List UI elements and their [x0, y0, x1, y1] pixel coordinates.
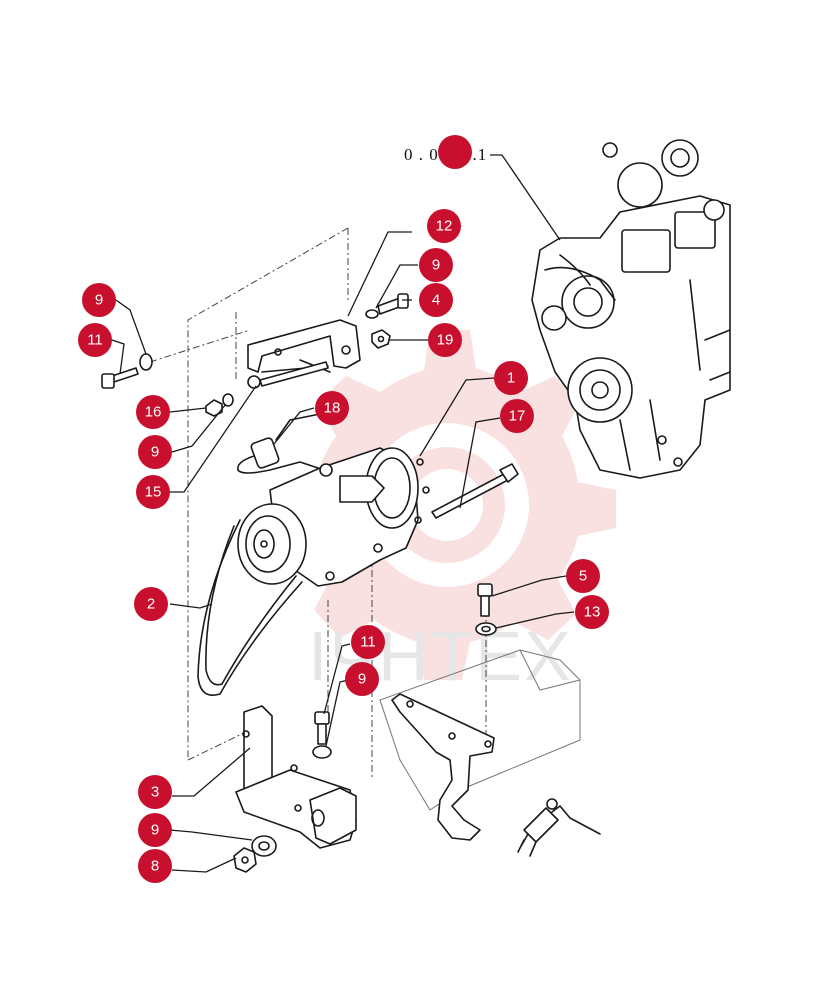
washer-9-bottom-hole — [258, 841, 270, 851]
svg-text:17: 17 — [509, 408, 526, 425]
svg-text:2: 2 — [147, 596, 155, 613]
callout-9-left[interactable]: 9 — [82, 283, 116, 317]
nut-8 — [233, 847, 257, 873]
bolt-11-lower — [314, 711, 330, 745]
reference-leader — [490, 154, 561, 241]
long-bolt-17 — [431, 463, 519, 519]
svg-text:11: 11 — [360, 634, 376, 651]
washer-13-hole — [481, 625, 491, 633]
support-arm — [391, 693, 495, 841]
svg-text:3: 3 — [151, 784, 159, 801]
svg-text:19: 19 — [437, 332, 454, 349]
callout-11-left[interactable]: 11 — [78, 323, 112, 357]
callout-9-top[interactable]: 9 — [419, 248, 453, 282]
callout-9-lower[interactable]: 9 — [345, 662, 379, 696]
bolt-11-left — [101, 367, 139, 389]
callouts: 12 9 4 19 9 11 16 9 — [78, 135, 609, 883]
svg-text:9: 9 — [151, 444, 159, 461]
washer-9-left — [139, 353, 153, 371]
callout-18[interactable]: 18 — [315, 391, 349, 425]
connector-18 — [237, 413, 321, 474]
stud-15 — [247, 361, 329, 389]
svg-text:15: 15 — [145, 484, 162, 501]
callout-ref[interactable] — [438, 135, 472, 169]
engine-mount-base — [379, 649, 581, 811]
callout-12[interactable]: 12 — [427, 209, 461, 243]
nut-16 — [205, 399, 223, 417]
mount-bracket-12 — [247, 319, 361, 373]
drive-belt-2 — [197, 519, 303, 696]
callout-9-mid[interactable]: 9 — [138, 435, 172, 469]
svg-text:11: 11 — [87, 332, 103, 349]
washer-9-top — [365, 309, 379, 319]
svg-text:16: 16 — [145, 404, 162, 421]
support-bracket-3 — [235, 705, 357, 849]
bolt-4 — [377, 293, 409, 315]
callout-19[interactable]: 19 — [428, 323, 462, 357]
svg-text:9: 9 — [358, 671, 366, 688]
callout-1[interactable]: 1 — [494, 361, 528, 395]
callout-16[interactable]: 16 — [136, 395, 170, 429]
svg-text:4: 4 — [432, 292, 440, 309]
svg-text:18: 18 — [324, 400, 341, 417]
svg-text:9: 9 — [95, 292, 103, 309]
svg-text:13: 13 — [584, 604, 601, 621]
engine-assembly — [531, 139, 731, 479]
washer-13 — [475, 622, 497, 636]
washer-9-bottom — [251, 835, 277, 857]
svg-text:9: 9 — [151, 822, 159, 839]
svg-text:12: 12 — [436, 218, 453, 235]
callout-13[interactable]: 13 — [575, 595, 609, 629]
bolt-5 — [477, 583, 493, 617]
callout-4[interactable]: 4 — [419, 283, 453, 317]
ac-compressor-1 — [237, 447, 430, 587]
svg-text:9: 9 — [432, 257, 440, 274]
callout-15[interactable]: 15 — [136, 475, 170, 509]
callout-11-lower[interactable]: 11 — [351, 625, 385, 659]
assembly-lines — [149, 227, 487, 780]
callout-3[interactable]: 3 — [138, 775, 172, 809]
callout-2[interactable]: 2 — [134, 587, 168, 621]
nut-19 — [371, 329, 391, 349]
callout-8[interactable]: 8 — [138, 849, 172, 883]
svg-text:8: 8 — [151, 858, 159, 875]
svg-text:1: 1 — [507, 370, 515, 387]
callout-5[interactable]: 5 — [566, 559, 600, 593]
washer-9-lower — [312, 745, 332, 759]
callout-17[interactable]: 17 — [500, 399, 534, 433]
callout-9-bottom[interactable]: 9 — [138, 813, 172, 847]
leader-lines — [111, 231, 575, 873]
temperature-sensor — [517, 798, 601, 857]
svg-text:5: 5 — [579, 568, 587, 585]
washer-9-mid — [222, 393, 234, 407]
